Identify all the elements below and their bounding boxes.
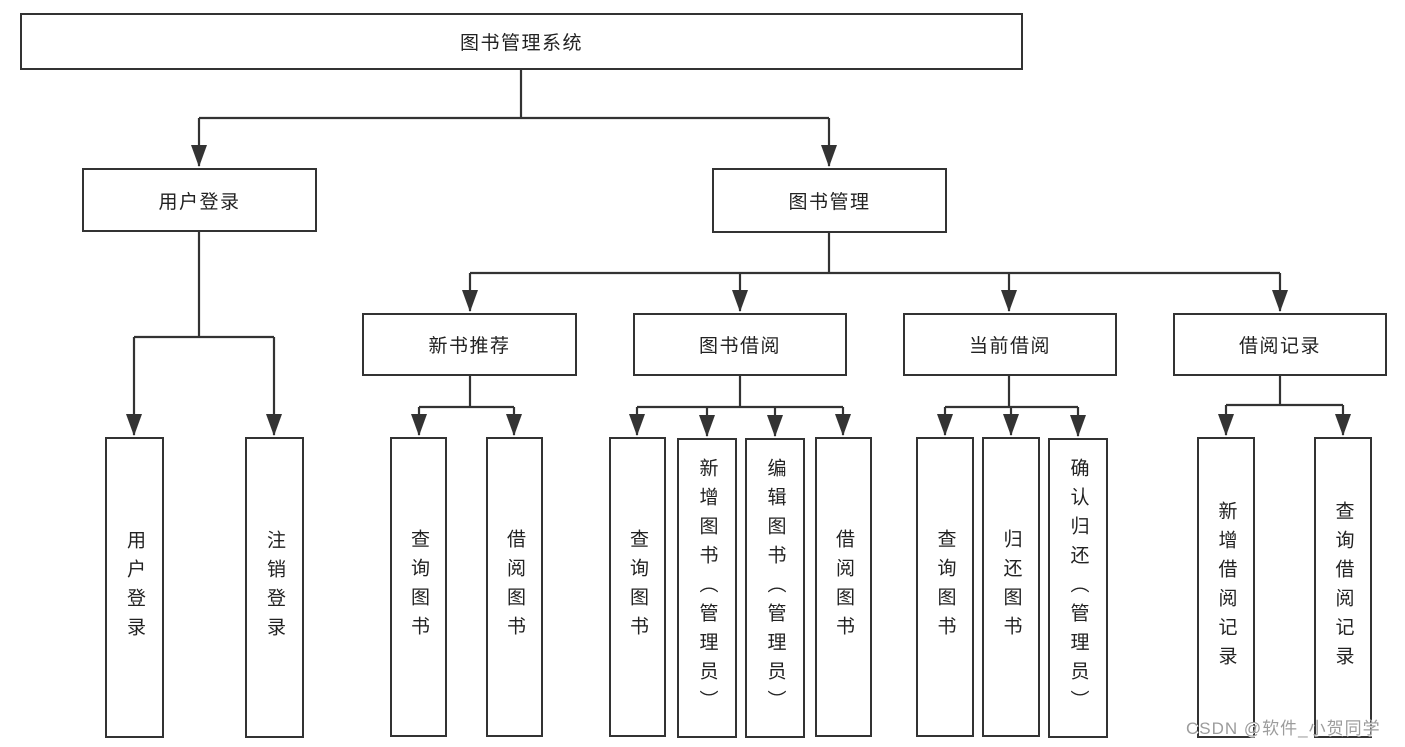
leaf-user-login: 用户登录 [105, 437, 164, 738]
node-root: 图书管理系统 [20, 13, 1023, 70]
leaf-bb-borrow-book: 借阅图书 [815, 437, 872, 737]
connector-br-trunk [1226, 376, 1343, 407]
node-book-management: 图书管理 [712, 168, 947, 233]
connector-bb-trunk [637, 376, 843, 409]
leaf-cb-query-book: 查询图书 [916, 437, 974, 737]
leaf-bb-edit-book-admin: 编辑图书（管理员） [745, 438, 805, 738]
connector-cb-trunk [945, 376, 1078, 409]
leaf-bb-edit-book-admin-label: 编辑图书（管理员） [764, 457, 786, 719]
leaf-bb-query-book-label: 查询图书 [627, 529, 648, 645]
node-borrowing-record: 借阅记录 [1173, 313, 1387, 376]
leaf-logout-label: 注销登录 [264, 529, 285, 646]
leaf-bb-query-book: 查询图书 [609, 437, 666, 737]
node-current-borrowing-label: 当前借阅 [968, 336, 1051, 357]
connector-root-trunk [199, 70, 829, 120]
node-current-borrowing: 当前借阅 [903, 313, 1117, 376]
leaf-cb-query-book-label: 查询图书 [934, 529, 956, 645]
connector-rec-trunk [419, 376, 514, 409]
csdn-watermark: CSDN @软件_小贺同学 [1186, 719, 1381, 738]
node-new-book-recommendation-label: 新书推荐 [428, 336, 511, 357]
leaf-bb-add-book-admin: 新增图书（管理员） [677, 438, 737, 738]
node-book-borrowing: 图书借阅 [633, 313, 847, 376]
leaf-br-query-record-label: 查询借阅记录 [1332, 500, 1354, 675]
leaf-br-query-record: 查询借阅记录 [1314, 437, 1372, 738]
node-user-login: 用户登录 [82, 168, 317, 232]
leaf-br-add-record: 新增借阅记录 [1197, 437, 1255, 738]
leaf-rec-borrow-book-label: 借阅图书 [504, 529, 525, 645]
leaf-rec-borrow-book: 借阅图书 [486, 437, 543, 737]
node-user-login-label: 用户登录 [158, 191, 241, 213]
leaf-cb-return-book-label: 归还图书 [1000, 529, 1022, 645]
leaf-user-login-label: 用户登录 [124, 529, 145, 646]
leaf-cb-confirm-return-admin: 确认归还（管理员） [1048, 438, 1108, 738]
leaf-rec-query-book: 查询图书 [390, 437, 447, 737]
node-book-management-label: 图书管理 [788, 192, 871, 213]
leaf-logout: 注销登录 [245, 437, 304, 738]
connector-login-trunk [134, 232, 274, 339]
leaf-rec-query-book-label: 查询图书 [408, 529, 429, 645]
connector-mgmt-trunk [470, 233, 1280, 275]
node-borrowing-record-label: 借阅记录 [1238, 336, 1321, 357]
node-root-label: 图书管理系统 [459, 33, 583, 54]
leaf-cb-confirm-return-admin-label: 确认归还（管理员） [1067, 457, 1089, 719]
leaf-br-add-record-label: 新增借阅记录 [1215, 500, 1237, 675]
node-new-book-recommendation: 新书推荐 [362, 313, 577, 376]
node-book-borrowing-label: 图书借阅 [698, 336, 781, 357]
leaf-bb-add-book-admin-label: 新增图书（管理员） [696, 457, 718, 719]
leaf-cb-return-book: 归还图书 [982, 437, 1040, 737]
leaf-bb-borrow-book-label: 借阅图书 [833, 529, 854, 645]
